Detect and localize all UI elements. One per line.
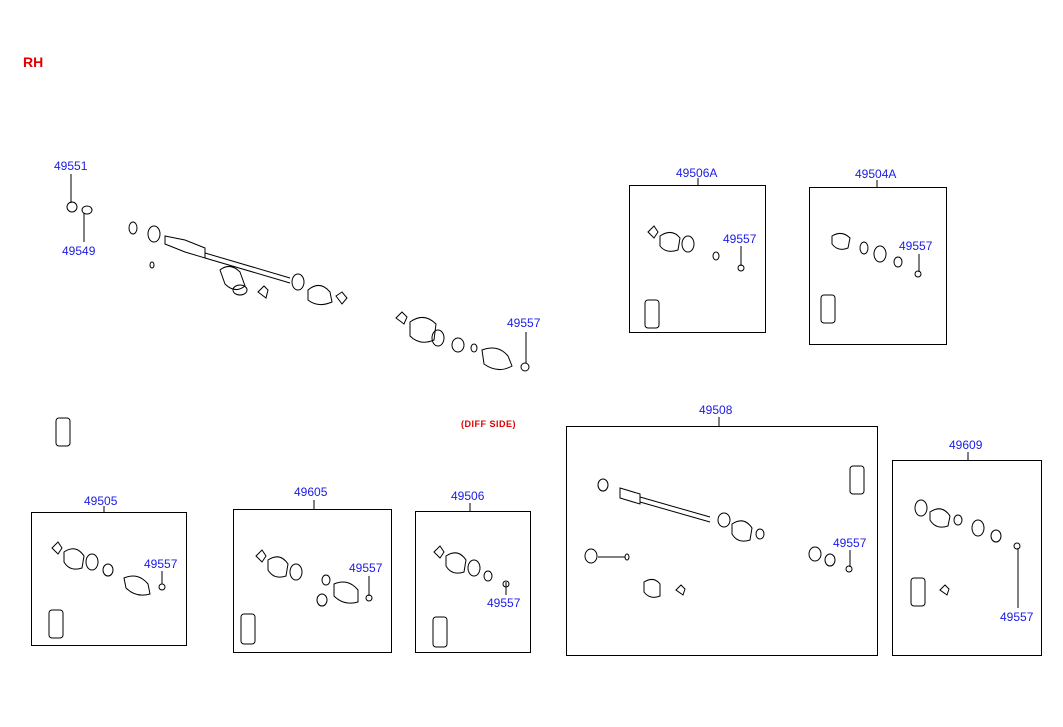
part-link-49557-diff[interactable]: 49557: [507, 316, 541, 330]
part-link-49557-49506A[interactable]: 49557: [723, 232, 757, 246]
kit-box-49508: [566, 426, 878, 656]
part-link-49557-49504A[interactable]: 49557: [899, 239, 933, 253]
part-link-49609[interactable]: 49609: [949, 438, 983, 452]
part-link-49557-49605[interactable]: 49557: [349, 561, 383, 575]
part-link-49557-49506[interactable]: 49557: [487, 596, 521, 610]
part-link-49551[interactable]: 49551: [54, 159, 88, 173]
kit-box-49506A: [629, 185, 766, 333]
diff-side-note: (DIFF SIDE): [461, 419, 516, 429]
part-link-49506[interactable]: 49506: [451, 489, 485, 503]
kit-box-49504A: [809, 187, 947, 345]
part-link-49506A[interactable]: 49506A: [676, 166, 718, 180]
part-link-49605[interactable]: 49605: [294, 485, 328, 499]
part-link-49549[interactable]: 49549: [62, 244, 96, 258]
kit-box-49605: [233, 509, 392, 653]
part-link-49557-49609[interactable]: 49557: [1000, 610, 1034, 624]
kit-box-49506: [415, 511, 531, 653]
side-heading: RH: [23, 54, 44, 70]
kit-box-49505: [31, 512, 187, 646]
part-link-49505[interactable]: 49505: [84, 494, 118, 508]
kit-box-49609: [892, 460, 1042, 656]
part-link-49508[interactable]: 49508: [699, 403, 733, 417]
part-link-49557-49508[interactable]: 49557: [833, 536, 867, 550]
part-link-49504A[interactable]: 49504A: [855, 167, 897, 181]
part-link-49557-49505[interactable]: 49557: [144, 557, 178, 571]
